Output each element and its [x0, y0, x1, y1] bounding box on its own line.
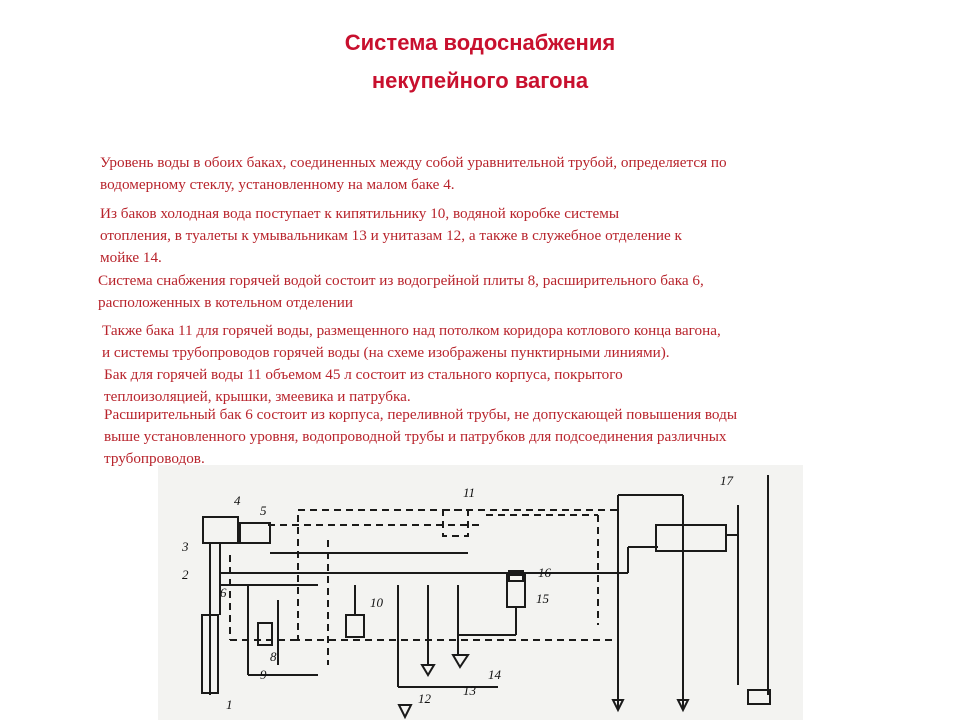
boiler-10: [345, 614, 365, 638]
schematic-drawing: 4 5 3 2 6 10 11 8 9 1 12 13 14 15 16 17: [181, 473, 771, 720]
drain-right: [747, 689, 771, 705]
label-4: 4: [234, 493, 241, 508]
small-tank-4: [202, 516, 239, 544]
title-line-1: Система водоснабжения: [344, 30, 616, 55]
label-16: 16: [538, 565, 552, 580]
hot-water-pipes: [229, 509, 619, 665]
paragraph-hot-water-system: Система снабжения горячей водой состоит …: [98, 272, 704, 311]
label-14: 14: [488, 667, 502, 682]
washbasin-13: [420, 664, 436, 677]
label-12: 12: [418, 691, 432, 706]
paragraph-tank-11-volume: Бак для горячей воды 11 объемом 45 л сос…: [104, 366, 623, 405]
label-15: 15: [536, 591, 550, 606]
valve-bottom: [397, 704, 413, 720]
large-tank-connector: [239, 522, 271, 544]
paragraph-water-level: Уровень воды в обоих баках, соединенных …: [100, 154, 727, 193]
diagram-labels: 4 5 3 2 6 10 11 8 9 1 12 13 14 15 16 17: [181, 473, 734, 712]
water-column: [201, 614, 219, 694]
label-3: 3: [181, 539, 189, 554]
hot-water-tank-11: [442, 509, 469, 537]
label-11: 11: [463, 485, 475, 500]
paragraph-tank-11: Также бака 11 для горячей воды, размещен…: [102, 322, 721, 361]
paragraph-cold-water: Из баков холодная вода поступает к кипят…: [100, 205, 682, 266]
label-8: 8: [270, 649, 277, 664]
tank-17: [655, 524, 727, 552]
paragraph-expansion-tank: Расширительный бак 6 состоит из корпуса,…: [104, 406, 738, 467]
label-13: 13: [463, 683, 477, 698]
title-line-2: некупейного вагона: [371, 68, 589, 93]
cold-water-pipes: [201, 475, 771, 720]
label-1: 1: [226, 697, 233, 712]
label-9: 9: [260, 667, 267, 682]
unit-16: [508, 570, 524, 582]
label-6: 6: [220, 585, 227, 600]
label-2: 2: [182, 567, 189, 582]
label-10: 10: [370, 595, 384, 610]
valve-right-1: [611, 699, 625, 713]
sink-14: [451, 654, 470, 669]
boiler-8: [257, 622, 273, 646]
valve-right-2: [676, 699, 690, 713]
label-17: 17: [720, 473, 734, 488]
water-supply-schematic: 4 5 3 2 6 10 11 8 9 1 12 13 14 15 16 17: [158, 465, 803, 720]
label-5: 5: [260, 503, 267, 518]
